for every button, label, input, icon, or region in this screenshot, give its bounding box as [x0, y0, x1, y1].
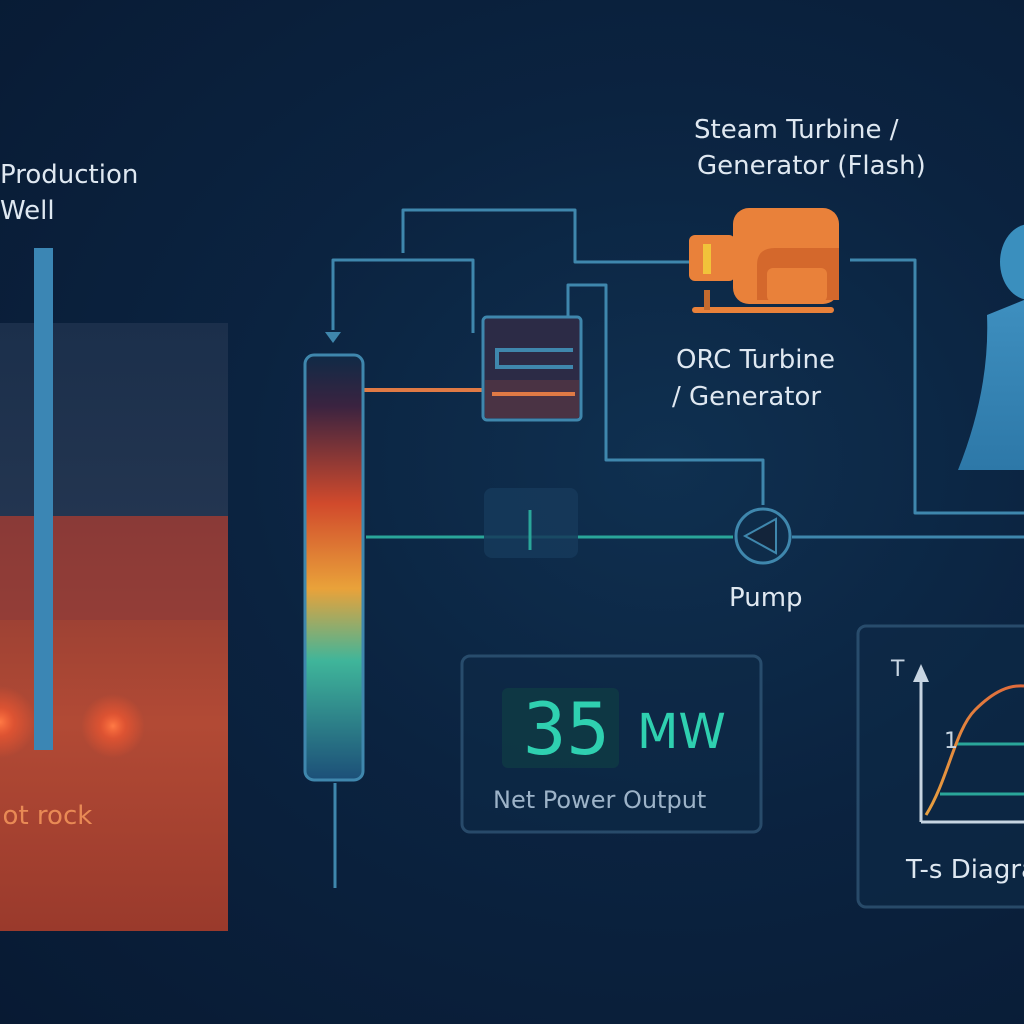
heat-exchanger-icon	[481, 315, 583, 422]
steam-turbine-label-line2: Generator (Flash)	[697, 151, 926, 181]
piping	[331, 208, 1024, 888]
production-well-label-line1: Production	[0, 160, 138, 190]
turbine-generator-icon	[689, 208, 839, 313]
power-readout-value: 35	[523, 687, 610, 771]
hot-rock-label: Hot rock	[0, 801, 92, 831]
orc-turbine-label-line1: ORC Turbine	[676, 345, 835, 375]
production-well-pipe	[34, 248, 53, 750]
valve-icon	[484, 488, 578, 558]
ts-state-marker: 1	[944, 729, 958, 754]
ground-section	[0, 248, 228, 931]
power-readout-unit: MW	[637, 704, 726, 760]
ts-saturation-curve	[924, 684, 1024, 816]
steam-line	[401, 208, 693, 264]
t-axis-arrow-icon	[913, 664, 929, 682]
orc-loop-line	[566, 283, 765, 505]
net-power-output-panel: 35 MW Net Power Output	[460, 654, 763, 834]
steam-turbine-label-line1: Steam Turbine /	[694, 115, 899, 145]
separator-column	[303, 353, 365, 782]
return-line	[331, 258, 475, 333]
cooling-tower-icon	[958, 224, 1024, 470]
orc-turbine-label-line2: / Generator	[672, 382, 821, 412]
turbine-exhaust-line	[850, 258, 1024, 515]
ts-diagram-caption: T-s Diagram	[905, 855, 1024, 885]
pump-icon	[734, 507, 792, 565]
heat-glow-icon	[81, 694, 145, 758]
t-axis-label: T	[890, 657, 905, 682]
flow-arrow-icon	[325, 332, 341, 343]
ts-diagram-panel: T 1 T-s Diagram	[856, 624, 1024, 909]
production-well-label-line2: Well	[0, 196, 55, 226]
steam-plume-icon	[1000, 224, 1024, 300]
power-readout-caption: Net Power Output	[493, 786, 706, 814]
heat-glow-icon	[0, 686, 36, 758]
pump-label: Pump	[729, 583, 803, 613]
